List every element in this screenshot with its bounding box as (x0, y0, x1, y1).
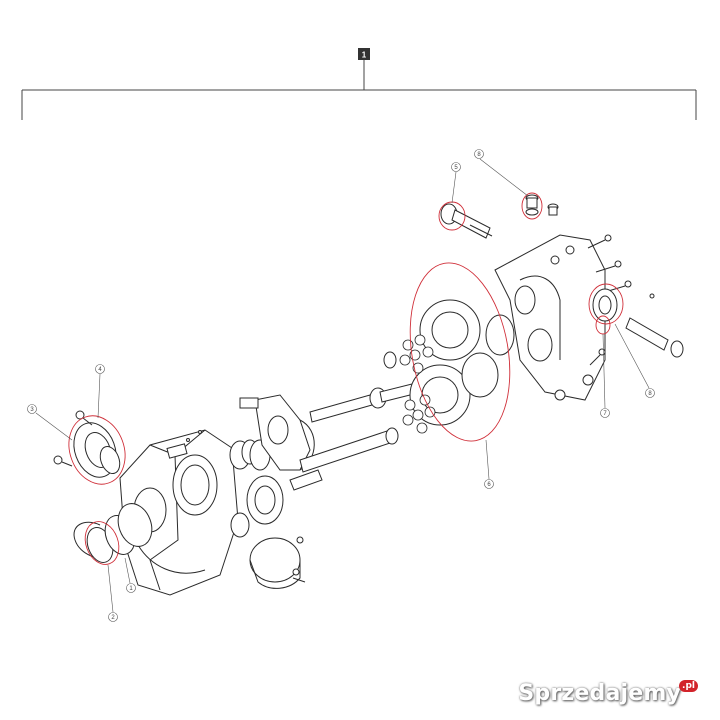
relief-valve-8-top (525, 194, 559, 216)
callout-5 (451, 162, 461, 172)
callout-4 (95, 364, 105, 374)
piston-set (399, 334, 436, 434)
callout-5-text: 5 (454, 165, 458, 171)
watermark-suffix: .pl (679, 679, 698, 692)
rear-valve-block (494, 234, 606, 401)
callout-numbers: 1 2 3 4 5 6 7 8 8 (30, 152, 652, 621)
output-shaft (289, 427, 399, 491)
assembly-tag: 1 (358, 48, 370, 60)
callout-4-text: 4 (98, 367, 102, 373)
seal-highlight-2 (84, 521, 120, 565)
callout-2-text: 2 (111, 615, 115, 621)
side-port-assembly (592, 288, 684, 358)
gear-cover (249, 536, 306, 589)
callout-8-top (474, 149, 484, 159)
assembly-bracket (21, 60, 697, 120)
valve-cartridge-5 (440, 203, 493, 239)
front-flange (53, 410, 121, 478)
callout-6 (484, 479, 494, 489)
input-shaft (309, 351, 423, 423)
pump-group-highlight-6 (409, 262, 511, 442)
cylinder-barrels (409, 299, 515, 426)
site-watermark: Sprzedajemy .pl (518, 679, 702, 706)
watermark-brand: Sprzedajemy (518, 681, 682, 706)
valve-bolts (587, 234, 632, 366)
callout-8-right (645, 388, 655, 398)
callout-8-top-text: 8 (477, 152, 481, 158)
callout-6-text: 6 (487, 482, 491, 488)
shaft-seal-set (73, 503, 153, 563)
port-highlight-8 (588, 283, 624, 325)
drive-housing (239, 394, 315, 471)
callout-8-right-text: 8 (648, 391, 652, 397)
callout-2 (108, 612, 118, 622)
bearing-rings (229, 439, 284, 538)
relief-highlight-8-top (521, 192, 543, 220)
callout-3 (27, 404, 37, 414)
callout-1-text: 1 (129, 586, 133, 592)
callout-leaders (35, 158, 650, 613)
callout-3-text: 3 (30, 407, 34, 413)
assembly-tag-label: 1 (362, 51, 367, 60)
callout-7-text: 7 (603, 411, 607, 417)
callout-1 (126, 583, 136, 593)
seal-highlight-4 (68, 415, 126, 485)
callout-markers (27, 149, 655, 622)
callout-7 (600, 408, 610, 418)
